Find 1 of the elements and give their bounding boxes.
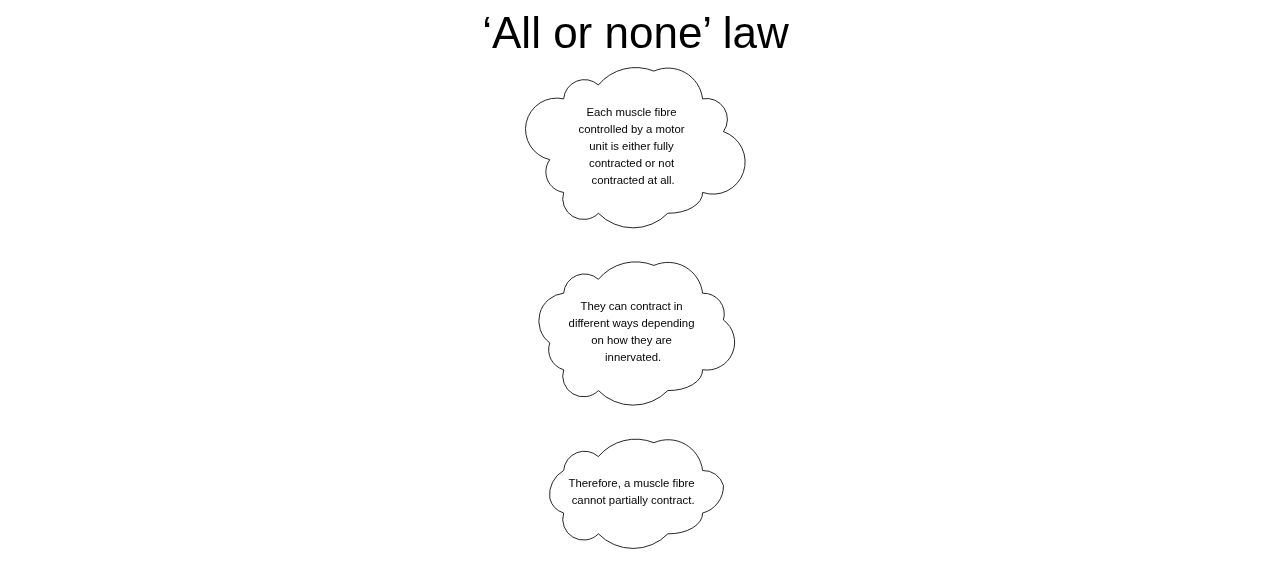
title: ‘All or none’ law [481, 8, 790, 58]
